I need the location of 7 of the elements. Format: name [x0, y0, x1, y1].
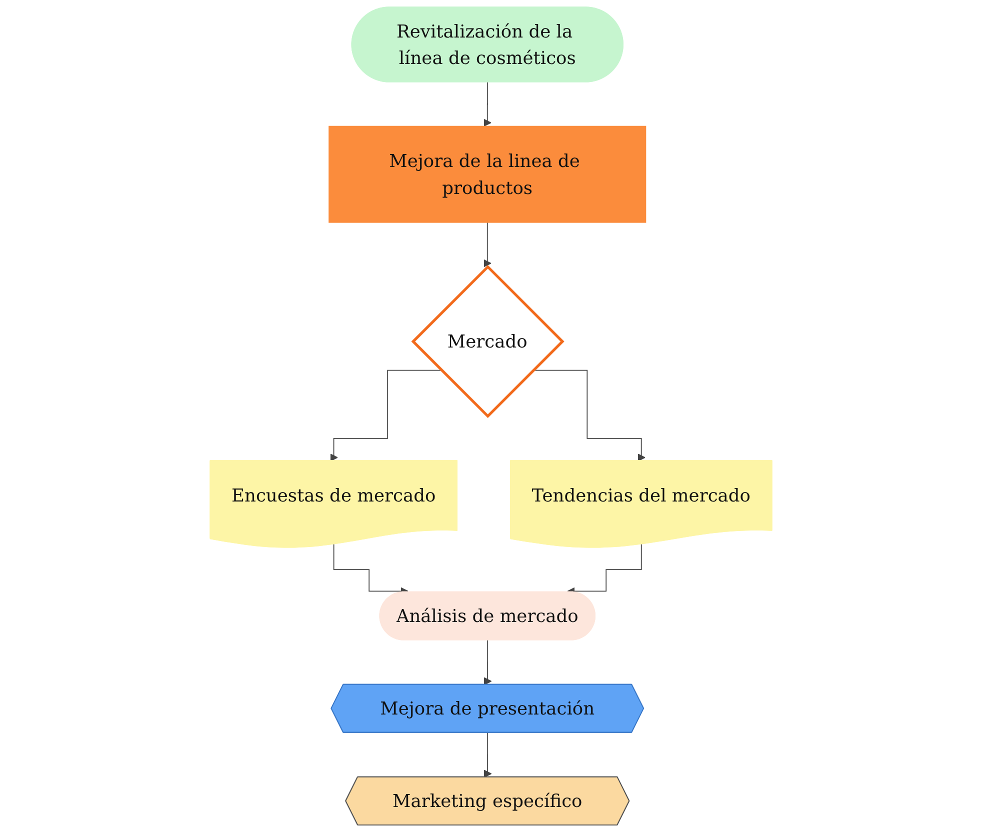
arrow [484, 732, 492, 778]
arrow [484, 640, 492, 686]
node-box: Mejora de la linea de productos [328, 126, 646, 223]
arrow [483, 82, 492, 127]
arrow [330, 370, 442, 462]
node-diamond: Mercado [411, 264, 564, 418]
arrow [483, 222, 492, 268]
